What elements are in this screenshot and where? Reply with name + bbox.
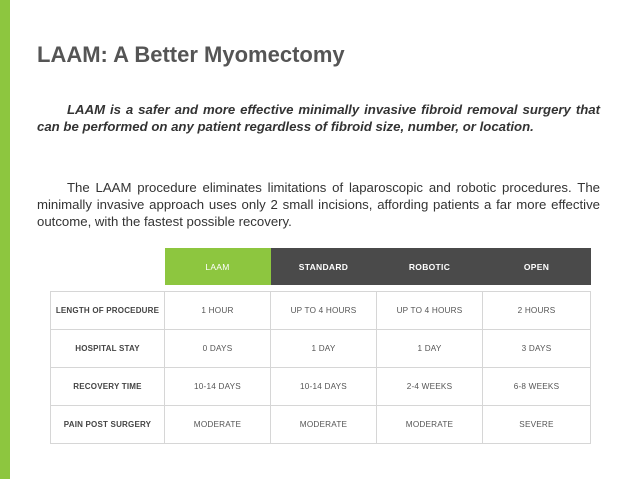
table-row: LENGTH OF PROCEDURE 1 HOUR UP TO 4 HOURS…: [50, 291, 591, 330]
header-cell-laam: LAAM: [164, 248, 271, 285]
header-cell-open: OPEN: [482, 248, 591, 285]
header-cell-standard: STANDARD: [270, 248, 377, 285]
header-cell-blank: [50, 248, 165, 285]
table-cell: 1 DAY: [270, 329, 377, 368]
table-cell: 10-14 DAYS: [164, 367, 271, 406]
table-cell: UP TO 4 HOURS: [376, 291, 483, 330]
comparison-table-container: LAAM STANDARD ROBOTIC OPEN LENGTH OF PRO…: [50, 248, 591, 444]
slide-title: LAAM: A Better Myomectomy: [37, 42, 345, 67]
header-cell-robotic: ROBOTIC: [376, 248, 483, 285]
table-cell: MODERATE: [270, 405, 377, 444]
table-cell: 0 DAYS: [164, 329, 271, 368]
table-cell: UP TO 4 HOURS: [270, 291, 377, 330]
table-cell: 1 DAY: [376, 329, 483, 368]
table-cell: 2 HOURS: [482, 291, 591, 330]
table-row: RECOVERY TIME 10-14 DAYS 10-14 DAYS 2-4 …: [50, 367, 591, 406]
row-label: LENGTH OF PROCEDURE: [50, 291, 165, 330]
table-cell: 10-14 DAYS: [270, 367, 377, 406]
intro-paragraph: LAAM is a safer and more effective minim…: [37, 102, 600, 134]
table-row: PAIN POST SURGERY MODERATE MODERATE MODE…: [50, 405, 591, 444]
row-label: HOSPITAL STAY: [50, 329, 165, 368]
comparison-table: LAAM STANDARD ROBOTIC OPEN LENGTH OF PRO…: [50, 248, 591, 444]
table-cell: 1 HOUR: [164, 291, 271, 330]
table-cell: 3 DAYS: [482, 329, 591, 368]
table-header-row: LAAM STANDARD ROBOTIC OPEN: [50, 248, 591, 285]
table-cell: MODERATE: [376, 405, 483, 444]
table-cell: 2-4 WEEKS: [376, 367, 483, 406]
procedure-paragraph: The LAAM procedure eliminates limitation…: [37, 180, 600, 229]
table-cell: MODERATE: [164, 405, 271, 444]
accent-bar: [0, 0, 10, 479]
table-cell: SEVERE: [482, 405, 591, 444]
row-label: PAIN POST SURGERY: [50, 405, 165, 444]
table-cell: 6-8 WEEKS: [482, 367, 591, 406]
table-row: HOSPITAL STAY 0 DAYS 1 DAY 1 DAY 3 DAYS: [50, 329, 591, 368]
row-label: RECOVERY TIME: [50, 367, 165, 406]
